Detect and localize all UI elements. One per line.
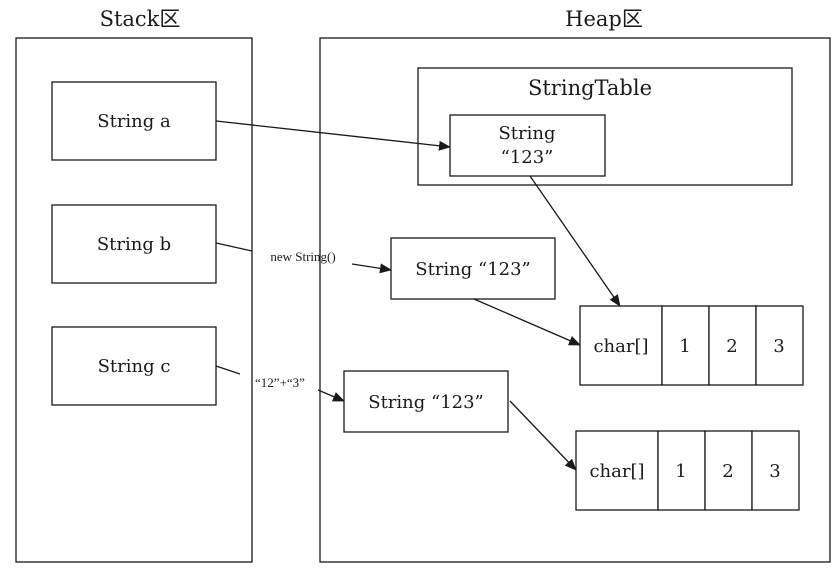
string-table-entry-line2: “123” bbox=[501, 147, 554, 168]
char-array-1: char[] 1 2 3 bbox=[579, 305, 804, 386]
heap-new-string-object: String “123” bbox=[390, 237, 556, 300]
arrow-b-segment-1 bbox=[215, 242, 253, 252]
heap-new-string-label: String “123” bbox=[415, 259, 531, 280]
stack-var-c-label: String c bbox=[98, 356, 171, 377]
string-table-entry: String “123” bbox=[449, 114, 606, 177]
stack-var-a-label: String a bbox=[97, 111, 171, 132]
string-table-title: StringTable bbox=[528, 76, 652, 100]
arrow-c-segment-1 bbox=[215, 365, 241, 375]
stack-region bbox=[15, 37, 253, 563]
arrow-new-string-to-char-array-1 bbox=[473, 298, 581, 346]
new-string-edge-label: new String() bbox=[270, 249, 335, 264]
arrow-concat-string-to-char-array-2 bbox=[509, 400, 577, 471]
arrow-c-to-concat-string bbox=[317, 389, 345, 402]
arrow-b-to-new-string bbox=[351, 263, 392, 274]
stack-var-a: String a bbox=[51, 81, 217, 161]
heap-concat-string-label: String “123” bbox=[368, 392, 484, 413]
char-array-2: char[] 1 2 3 bbox=[575, 430, 800, 511]
string-table-entry-line1: String bbox=[498, 123, 555, 144]
char-array-2-cell: 3 bbox=[769, 461, 780, 482]
arrow-string-table-to-char-array-1 bbox=[529, 175, 621, 307]
char-array-2-cell: 1 bbox=[675, 461, 686, 482]
char-array-1-cell: 3 bbox=[773, 336, 784, 357]
heap-region bbox=[319, 37, 831, 563]
char-array-2-type: char[] bbox=[589, 461, 644, 482]
char-array-1-type: char[] bbox=[593, 336, 648, 357]
stack-var-b: String b bbox=[51, 204, 217, 284]
stack-var-b-label: String b bbox=[97, 234, 171, 255]
heap-concat-string-object: String “123” bbox=[343, 370, 509, 433]
char-array-1-cell: 1 bbox=[679, 336, 690, 357]
stack-region-title: Stack区 bbox=[100, 7, 181, 31]
stack-var-c: String c bbox=[51, 326, 217, 406]
heap-region-title: Heap区 bbox=[565, 7, 643, 31]
char-array-2-cell: 2 bbox=[722, 461, 733, 482]
concat-edge-label: “12”+“3” bbox=[255, 375, 305, 390]
char-array-1-cell: 2 bbox=[726, 336, 737, 357]
arrow-a-to-string-table bbox=[215, 120, 451, 151]
